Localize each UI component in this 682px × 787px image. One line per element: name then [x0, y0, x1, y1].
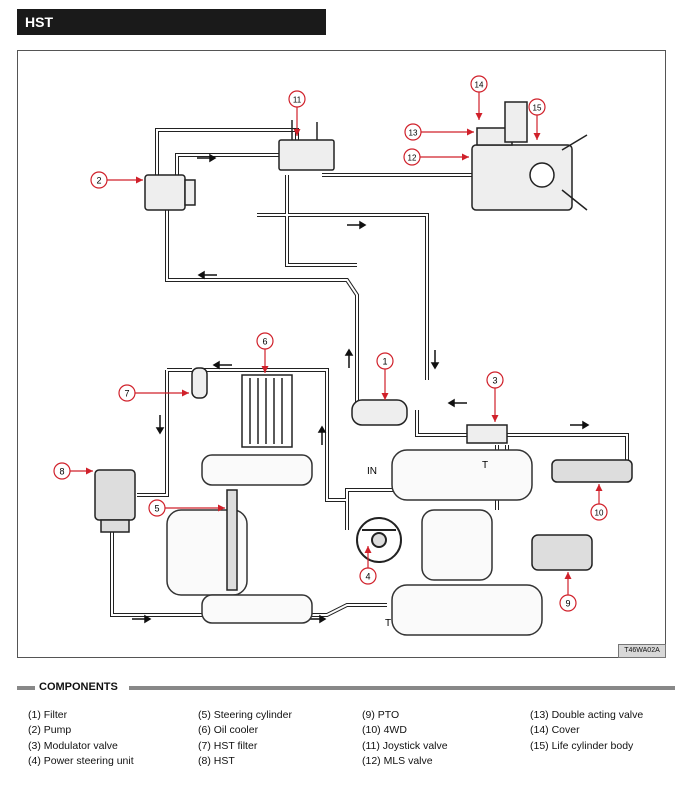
svg-text:14: 14 [475, 81, 484, 90]
component-item: (14) Cover [530, 724, 580, 737]
callout-7: 7 [118, 384, 189, 402]
heading-rule-left [17, 686, 35, 690]
section-title: HST [17, 9, 326, 35]
label-t-lower: T [385, 618, 391, 629]
hydraulic-circuit-diagram: IN T T 1 2 3 4 5 6 7 8 [53, 75, 633, 636]
callout-11: 11 [288, 90, 306, 136]
joystick-valve-drawing [278, 120, 335, 171]
svg-text:2: 2 [96, 176, 101, 186]
component-item: (5) Steering cylinder [198, 709, 292, 721]
steering-cylinder-drawing [226, 489, 238, 591]
svg-text:7: 7 [124, 389, 129, 399]
callout-13: 13 [404, 123, 474, 141]
mls-valve-drawing [471, 101, 588, 211]
oil-cooler-drawing [241, 374, 293, 448]
heading-rule-right [129, 686, 675, 690]
components-heading-label: COMPONENTS [39, 681, 122, 693]
svg-text:12: 12 [408, 154, 417, 163]
components-column-3: (9) PTO (10) 4WD (11) Joystick valve (12… [362, 708, 448, 769]
4wd-drawing [551, 459, 633, 483]
diagram-frame [17, 50, 666, 658]
component-item: (7) HST filter [198, 739, 258, 752]
svg-text:10: 10 [595, 509, 604, 518]
svg-text:5: 5 [154, 504, 159, 514]
callout-3: 3 [486, 371, 504, 422]
pto-drawing [531, 534, 593, 571]
component-item: (2) Pump [28, 724, 72, 737]
flow-arrows [132, 153, 590, 624]
component-item: (13) Double acting valve [530, 709, 644, 721]
component-item: (8) HST [198, 754, 235, 767]
component-item: (4) Power steering unit [28, 754, 134, 767]
callout-8: 8 [53, 462, 93, 480]
component-item: (6) Oil cooler [198, 724, 259, 737]
callout-12: 12 [403, 148, 469, 166]
modulator-valve-drawing [466, 424, 508, 444]
svg-text:11: 11 [293, 96, 302, 105]
components-column-4: (13) Double acting valve (14) Cover (15)… [530, 708, 643, 754]
figure-code: T46WA02A [618, 644, 666, 658]
svg-text:4: 4 [365, 572, 370, 582]
callout-2: 2 [90, 171, 143, 189]
pump-drawing [144, 174, 196, 211]
callout-6: 6 [256, 332, 274, 373]
label-in: IN [367, 466, 377, 477]
svg-text:13: 13 [409, 129, 418, 138]
label-t-upper: T [482, 460, 488, 471]
svg-text:1: 1 [382, 357, 387, 367]
component-item: (15) Life cylinder body [530, 739, 634, 752]
component-item: (10) 4WD [362, 724, 407, 737]
callout-5: 5 [148, 499, 225, 517]
components-column-1: (1) Filter (2) Pump (3) Modulator valve … [28, 708, 134, 769]
hst-drawing [94, 469, 136, 533]
component-item: (1) Filter [28, 709, 68, 721]
components-heading: COMPONENTS [17, 681, 675, 694]
callout-1: 1 [376, 352, 394, 400]
component-item: (9) PTO [362, 709, 400, 721]
power-steering-unit-drawing [356, 517, 402, 563]
components-column-2: (5) Steering cylinder (6) Oil cooler (7)… [198, 708, 292, 769]
callout-10: 10 [590, 484, 608, 521]
filter-drawing [351, 399, 408, 426]
callout-15: 15 [528, 98, 546, 140]
svg-text:8: 8 [59, 467, 64, 477]
component-item: (12) MLS valve [362, 754, 433, 767]
component-item: (3) Modulator valve [28, 739, 118, 752]
component-item: (11) Joystick valve [362, 739, 448, 752]
callout-9: 9 [559, 572, 577, 612]
svg-text:9: 9 [565, 599, 570, 609]
svg-text:6: 6 [262, 337, 267, 347]
callout-14: 14 [470, 75, 488, 120]
svg-text:15: 15 [533, 104, 542, 113]
svg-text:3: 3 [492, 376, 497, 386]
hst-filter-drawing [191, 367, 208, 399]
callout-4: 4 [359, 546, 377, 585]
tractor-tires [166, 449, 543, 636]
